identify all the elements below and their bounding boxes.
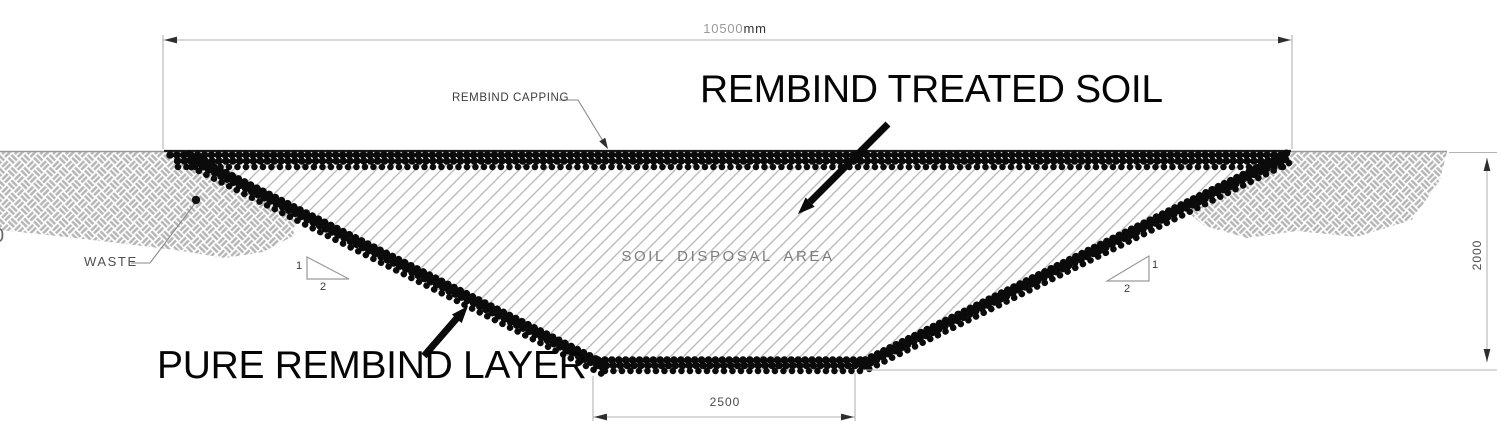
- treated-soil-area: [168, 152, 1292, 371]
- waste-leader: [131, 195, 201, 264]
- dimension-depth: [866, 151, 1497, 371]
- treated-soil-arrow: [798, 121, 891, 214]
- rembind-capping-label: REMBIND CAPPING: [452, 92, 569, 104]
- pure-rembind-liner-base: [592, 356, 870, 375]
- dimension-unit: mm: [743, 21, 767, 36]
- dimension-label-depth: 2000: [1470, 239, 1484, 271]
- dimension-value: 10500: [703, 21, 744, 36]
- dimension-overall-width: [162, 35, 1293, 149]
- dimension-base-width: [592, 373, 856, 421]
- soil-disposal-area-label: SOIL DISPOSAL AREA: [621, 248, 835, 265]
- rembind-treated-soil-label: REMBIND TREATED SOIL: [700, 68, 1163, 111]
- waste-leader-dot: [191, 195, 201, 205]
- right-slope-run-label: 2: [1124, 283, 1131, 295]
- right-slope-triangle: [1104, 254, 1150, 282]
- pure-rembind-layer-label: PURE REMBIND LAYER: [157, 344, 587, 387]
- left-slope-run-label: 2: [320, 281, 327, 293]
- pure-rembind-liner-left-slope: [181, 150, 610, 378]
- dimension-label-overall-width: 10500mm: [640, 21, 830, 36]
- waste-label: WASTE: [84, 254, 138, 269]
- clipped-edge-character: 0: [0, 225, 4, 248]
- right-slope-rise-label: 1: [1152, 259, 1159, 271]
- pure-rembind-arrow: [421, 306, 468, 359]
- pure-rembind-liner-right-slope: [855, 149, 1295, 376]
- rembind-capping-band: [166, 151, 1290, 171]
- dimension-label-base-width: 2500: [709, 395, 741, 409]
- left-slope-triangle: [306, 256, 350, 280]
- left-slope-rise-label: 1: [296, 260, 303, 272]
- capping-leader: [559, 99, 608, 149]
